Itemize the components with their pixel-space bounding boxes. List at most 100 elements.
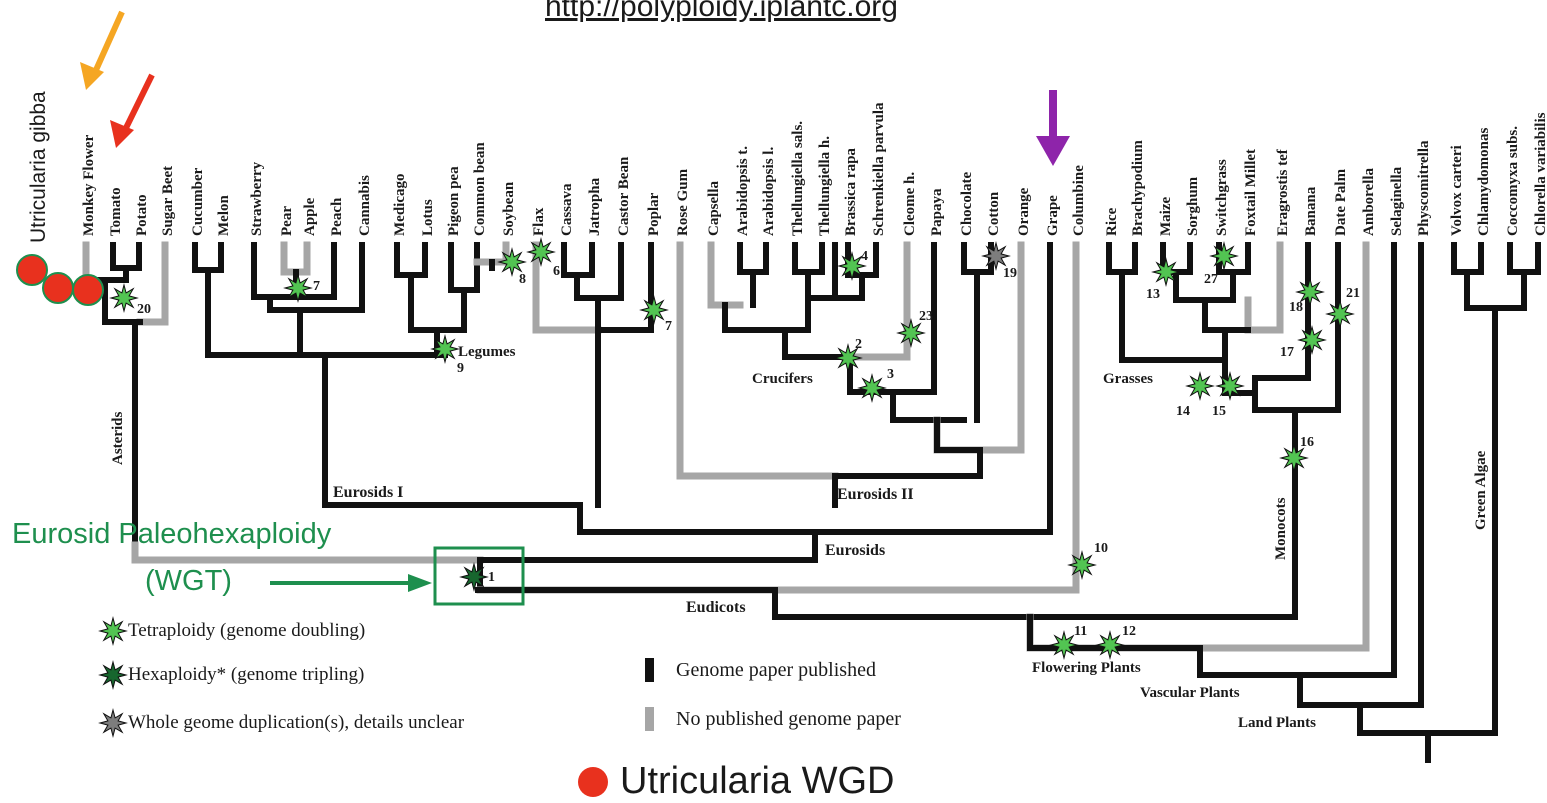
taxon-label: Common bean xyxy=(472,142,488,236)
taxon-label: Orange xyxy=(1016,187,1032,236)
clade-label-vascular-plants: Vascular Plants xyxy=(1140,685,1240,701)
published-branch xyxy=(1027,614,1203,651)
published-branch xyxy=(110,242,142,271)
taxon-label: Thellungiella sals. xyxy=(790,121,806,236)
taxon-label: Poplar xyxy=(646,192,662,236)
unpublished-branch xyxy=(707,241,744,309)
taxon-label: Date Palm xyxy=(1333,168,1349,236)
published-branch xyxy=(574,242,624,301)
legend-hexaploidy-label: Hexaploidy* (genome tripling) xyxy=(128,664,365,685)
red-arrow-head xyxy=(110,120,134,148)
hexaploidy-star-icon xyxy=(459,562,489,592)
taxon-label: Melon xyxy=(216,195,232,236)
red-arrow-icon xyxy=(123,73,155,130)
published-branch xyxy=(817,272,865,301)
unclear-star-icon xyxy=(98,708,128,738)
published-branch xyxy=(890,389,967,423)
tetraploidy-star-icon xyxy=(98,616,128,646)
utricularia-legend-label: Utricularia WGD xyxy=(620,760,895,802)
taxon-label: Cotton xyxy=(986,191,1002,236)
clade-label-green-algae: Green Algae xyxy=(1473,450,1489,530)
event-number: 11 xyxy=(1074,624,1087,639)
taxon-label: Arabidopsis l. xyxy=(761,147,777,236)
published-branch xyxy=(322,352,583,508)
wgt-highlight-box xyxy=(433,546,525,606)
published-branch xyxy=(448,242,480,293)
event-number: 18 xyxy=(1289,300,1303,315)
event-number: 8 xyxy=(519,272,526,287)
published-branch xyxy=(1202,297,1251,333)
unpublished-branch xyxy=(676,241,839,480)
hexaploidy-star-icon xyxy=(98,660,128,690)
tetraploidy-star-icon xyxy=(430,334,460,364)
clade-label-land-plants: Land Plants xyxy=(1238,715,1316,731)
legend-unpublished-label: No published genome paper xyxy=(676,707,901,730)
published-branch xyxy=(192,242,224,273)
unpublished-branch xyxy=(532,241,602,334)
published-branch xyxy=(961,242,994,275)
taxon-label: Physcomitrella xyxy=(1416,140,1432,236)
published-branch xyxy=(1252,242,1341,413)
taxon-label: Volvox carteri xyxy=(1449,145,1465,236)
tetraploidy-star-icon xyxy=(1209,241,1239,271)
tetraploidy-star-icon xyxy=(109,283,139,313)
published-branch xyxy=(792,242,825,275)
published-branch xyxy=(102,277,143,325)
orange-arrow-icon xyxy=(93,10,125,72)
taxon-label: Chocolate xyxy=(959,172,975,236)
taxon-label: Maize xyxy=(1158,197,1174,236)
taxon-label: Pigeon pea xyxy=(446,166,462,236)
taxon-label: Tomato xyxy=(108,187,124,236)
published-branch xyxy=(782,327,853,360)
event-number: 13 xyxy=(1146,287,1160,302)
taxon-label: Cannabis xyxy=(357,175,373,236)
legend-unclear: Whole geome duplication(s), details uncl… xyxy=(98,708,464,738)
taxon-label: Papaya xyxy=(929,188,945,236)
source-url[interactable]: http://polyploidy.iplantc.org xyxy=(545,0,898,23)
event-number: 20 xyxy=(137,302,151,317)
tetraploidy-star-icon xyxy=(526,237,556,267)
event-number: 12 xyxy=(1122,624,1136,639)
tetraploidy-star-icon xyxy=(857,373,887,403)
published-branch xyxy=(477,529,818,563)
tetraploidy-star-icon xyxy=(1095,630,1125,660)
clade-label-monocots: Monocots xyxy=(1273,497,1289,560)
published-branch xyxy=(561,242,595,278)
taxon-label: Arabidopsis t. xyxy=(735,146,751,236)
tetraploidy-star-icon xyxy=(639,295,669,325)
taxon-label: Peach xyxy=(329,197,345,236)
taxon-label: Pear xyxy=(279,206,295,236)
published-swatch xyxy=(645,658,654,682)
event-number: 16 xyxy=(1300,435,1314,450)
event-number: 9 xyxy=(457,361,464,376)
tetraploidy-star-icon xyxy=(1279,443,1309,473)
event-number: 6 xyxy=(553,264,560,279)
tree-branches xyxy=(82,241,1541,763)
taxon-label: Monkey Flower xyxy=(81,134,97,236)
unpublished-branch xyxy=(1026,241,1370,652)
unpublished-branch xyxy=(1244,241,1284,334)
taxon-label: Chlamydomonas xyxy=(1476,127,1492,236)
taxon-label: Medicago xyxy=(392,174,408,236)
clade-label-legumes: Legumes xyxy=(458,344,516,360)
event-number: 21 xyxy=(1346,286,1360,301)
published-branch xyxy=(408,272,467,333)
taxon-label: Capsella xyxy=(706,180,722,236)
taxon-label: Chlorella variabilis xyxy=(1533,112,1547,236)
published-branch xyxy=(722,295,811,333)
taxon-label: Potato xyxy=(134,194,150,236)
tetraploidy-star-icon xyxy=(1325,299,1355,329)
tetraploidy-star-icon xyxy=(497,247,527,277)
event-number: 19 xyxy=(1003,266,1017,281)
utricularia-dot-icon xyxy=(578,766,608,797)
legend-unpublished: No published genome paper xyxy=(645,707,901,731)
taxon-label: Amborella xyxy=(1361,167,1377,236)
taxon-label: Soybean xyxy=(501,181,517,236)
unpublished-branch xyxy=(131,541,484,564)
clade-label-eudicots: Eudicots xyxy=(686,599,746,616)
clade-label-flowering-plants: Flowering Plants xyxy=(1032,660,1141,676)
taxon-label: Schrenkiella parvula xyxy=(871,102,887,236)
